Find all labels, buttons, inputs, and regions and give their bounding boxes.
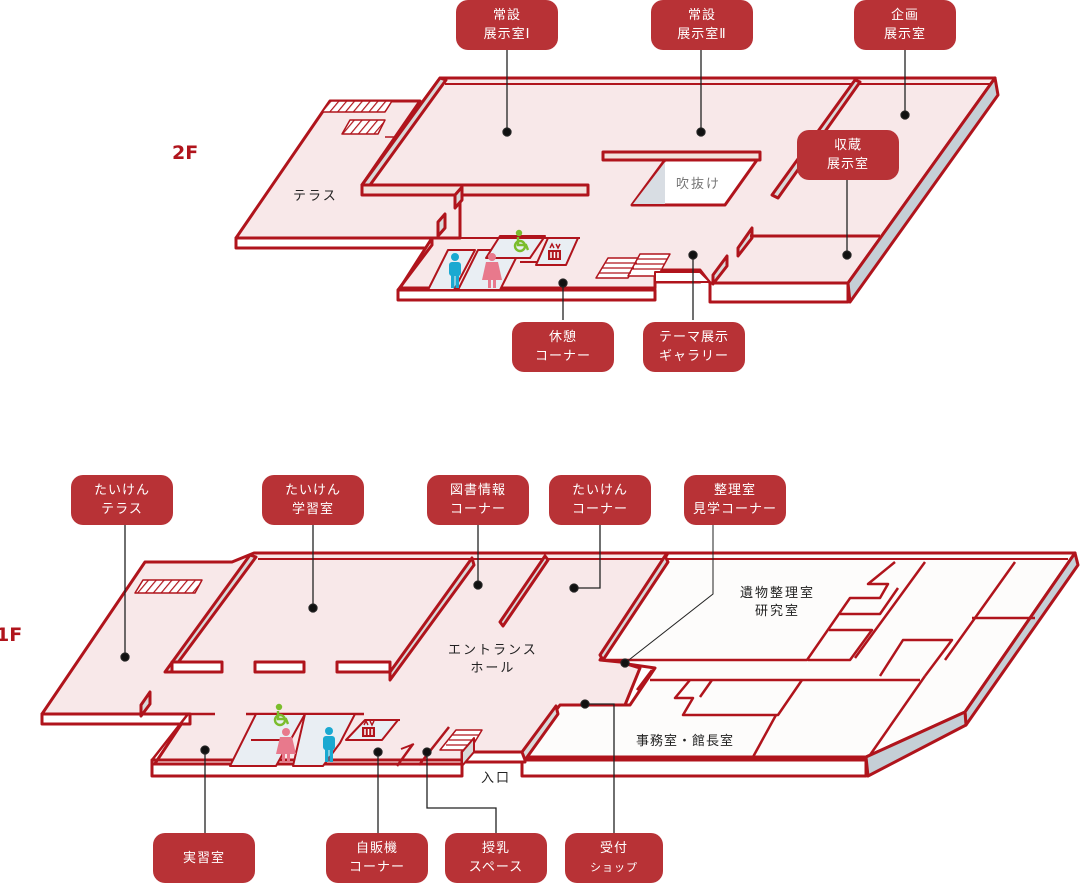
1f-leader-lines xyxy=(120,525,714,835)
callout-workroom-viewing[interactable]: 整理室 見学コーナー xyxy=(684,475,786,525)
female-restroom-icon xyxy=(482,253,502,288)
2f-terrace-label: テラス xyxy=(293,189,338,204)
2f-wall-bottom-edge xyxy=(654,271,711,283)
2f-front-edge-right xyxy=(708,281,850,304)
1f-public-front-edge xyxy=(150,762,464,778)
callout-nursing-space[interactable]: 授乳 スペース xyxy=(445,833,547,883)
callout-library-corner[interactable]: 図書情報 コーナー xyxy=(427,475,529,525)
2f-front-edge-left xyxy=(396,288,657,302)
1f-relics-room-label: 遺物整理室 研究室 xyxy=(740,586,816,619)
2f-wall-stub-3 xyxy=(711,254,729,286)
1f-office-label: 事務室・館長室 xyxy=(636,734,735,749)
floor-2f xyxy=(234,76,1000,304)
2f-atrium-rail xyxy=(601,150,762,162)
2f-wall-exhibit1-front xyxy=(360,183,590,197)
callout-experience-classroom[interactable]: たいけん 学習室 xyxy=(262,475,364,525)
floor-tag-1f: 1F xyxy=(0,624,23,646)
accessible-restroom-icon-1f xyxy=(273,703,290,727)
2f-side-face xyxy=(846,76,1000,304)
callout-permanent-exhibit-2[interactable]: 常設 展示室Ⅱ xyxy=(651,0,753,50)
1f-entrance-hall-label: エントランス ホール xyxy=(448,643,538,676)
callout-rest-corner[interactable]: 休憩 コーナー xyxy=(512,322,614,372)
1f-wall-reception xyxy=(520,704,560,762)
accessible-restroom-icon xyxy=(513,229,530,253)
2f-wall-stub-2 xyxy=(436,212,447,238)
elevator-icon xyxy=(548,242,561,260)
1f-staff-front-edge xyxy=(520,758,868,778)
callout-vending-corner[interactable]: 自販機 コーナー xyxy=(326,833,428,883)
1f-wall-classroom xyxy=(163,553,258,674)
female-restroom-icon-1f xyxy=(276,728,296,763)
callout-experience-corner[interactable]: たいけん コーナー xyxy=(549,475,651,525)
callout-collection-exhibit[interactable]: 収蔵 展示室 xyxy=(797,130,899,180)
2f-restroom-walls xyxy=(396,238,434,291)
2f-atrium-label: 吹抜け xyxy=(676,177,722,192)
1f-terrace-front-edge xyxy=(40,712,192,726)
callout-permanent-exhibit-1[interactable]: 常設 展示室Ⅰ xyxy=(456,0,558,50)
1f-staff-side-2 xyxy=(864,710,968,778)
1f-wall-stub xyxy=(139,690,152,718)
male-restroom-icon xyxy=(449,253,461,288)
2f-wall-stub xyxy=(453,185,464,210)
1f-entrance-label: 入口 xyxy=(481,771,512,786)
2f-wall-collection-stub xyxy=(736,226,754,258)
elevator-icon-1f xyxy=(362,719,375,737)
callout-experience-terrace[interactable]: たいけん テラス xyxy=(71,475,173,525)
floor-1f xyxy=(40,551,1080,778)
1f-wall-library xyxy=(498,554,550,628)
callout-practice-room[interactable]: 実習室 xyxy=(153,833,255,883)
callout-theme-gallery[interactable]: テーマ展示 ギャラリー xyxy=(643,322,745,372)
1f-wall-relics xyxy=(598,554,670,662)
2f-atrium-shade xyxy=(633,162,665,204)
floor-tag-2f: 2F xyxy=(172,142,199,164)
1f-relics-room-walls xyxy=(603,561,896,662)
callout-special-exhibit[interactable]: 企画 展示室 xyxy=(854,0,956,50)
callout-reception-shop[interactable]: 受付 ショップ xyxy=(565,833,663,883)
male-restroom-icon-1f xyxy=(323,727,335,762)
2f-leader-lines xyxy=(502,48,910,320)
